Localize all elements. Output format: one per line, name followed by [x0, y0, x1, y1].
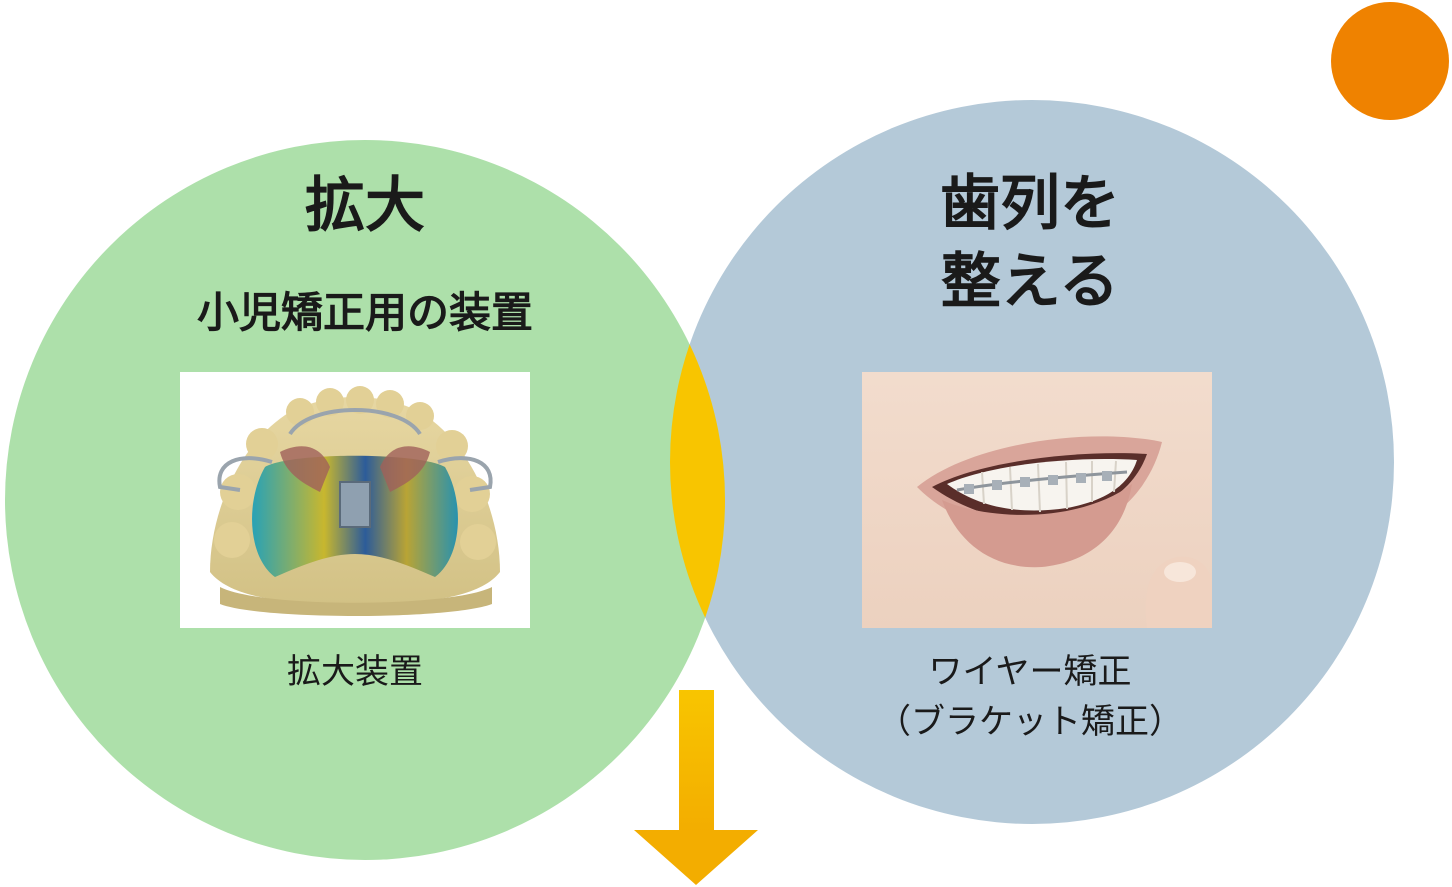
down-arrow-icon [634, 690, 758, 885]
left-caption: 拡大装置 [287, 652, 423, 692]
right-caption-line2: （ブラケット矯正） [877, 702, 1183, 742]
right-title-line1: 歯列を [940, 169, 1120, 239]
left-subtitle: 小児矯正用の装置 [196, 288, 533, 337]
left-title: 拡大 [305, 171, 425, 241]
expansion-appliance-photo [180, 372, 530, 628]
braces-smile-photo [862, 372, 1212, 628]
orange-dot-icon [1331, 2, 1449, 120]
right-title-line2: 整える [940, 247, 1120, 317]
right-caption-line1: ワイヤー矯正 [928, 652, 1132, 692]
